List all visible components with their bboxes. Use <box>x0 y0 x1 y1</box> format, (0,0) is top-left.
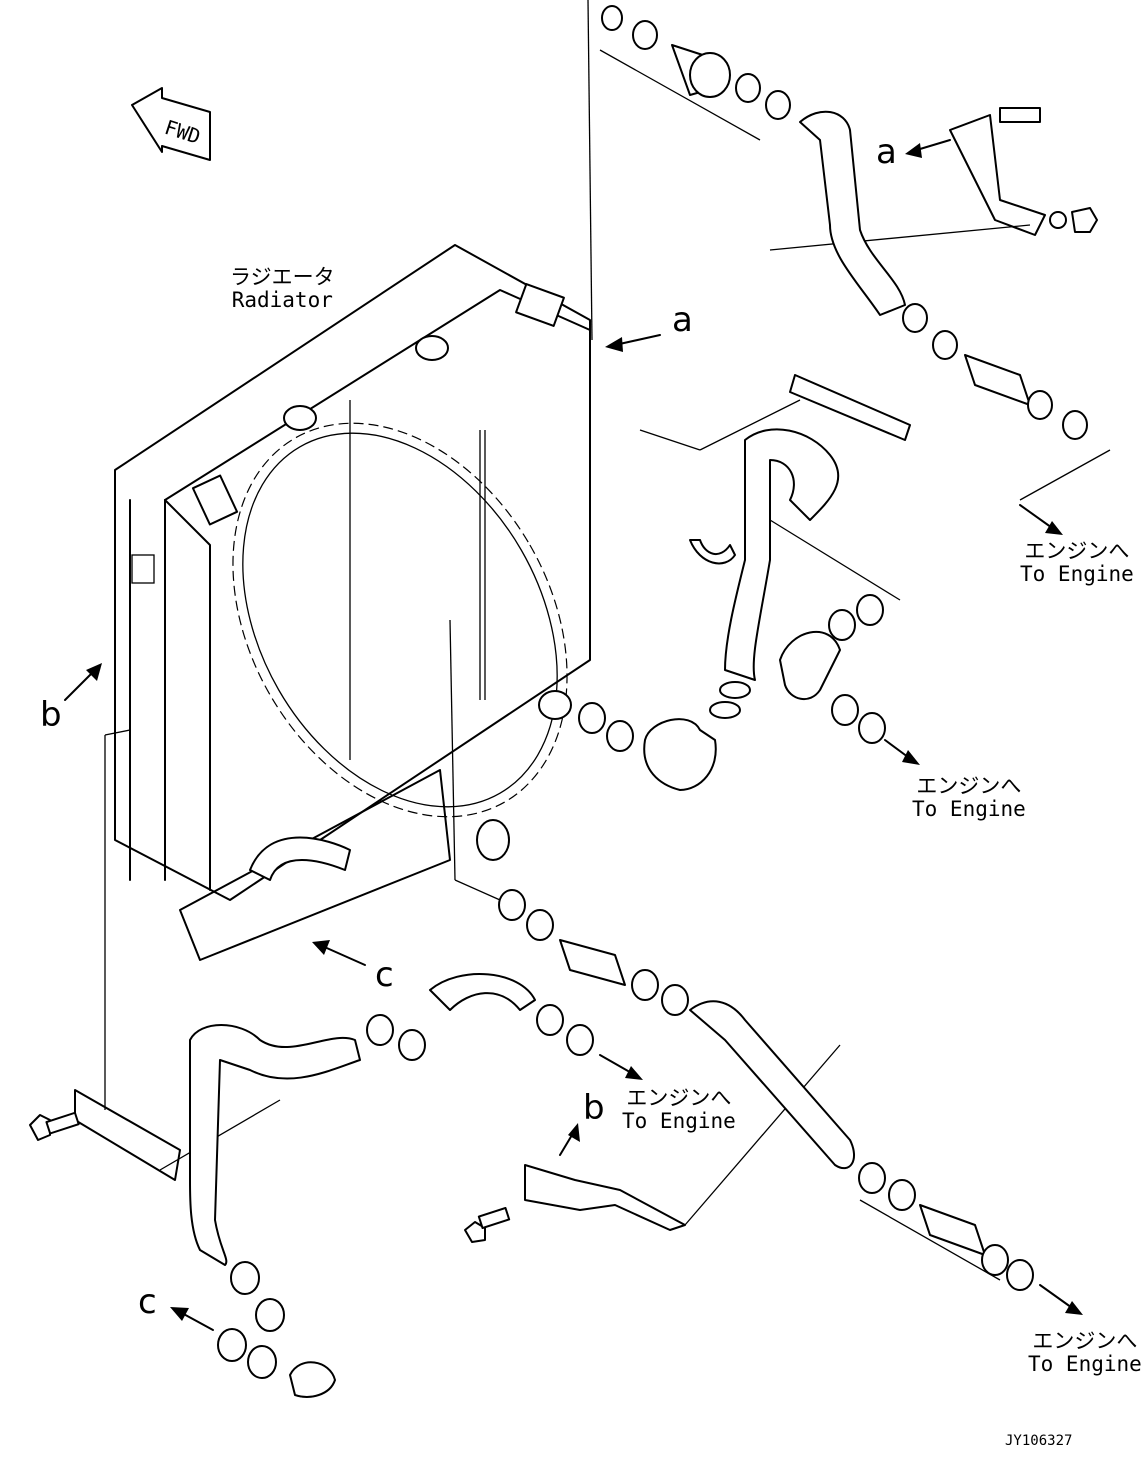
middle-hose-set <box>578 374 911 791</box>
radiator-label: ラジエータ Radiator <box>230 265 335 313</box>
ref-b-bracket: b <box>583 1088 605 1128</box>
to-engine-label-en: To Engine <box>912 797 1026 822</box>
radiator-label-en: Radiator <box>231 288 333 313</box>
ref-c-hose: c <box>138 1282 157 1322</box>
radiator-label-jp: ラジエータ <box>230 265 335 289</box>
ref-c-radiator: c <box>375 955 394 995</box>
to-engine-label-en: To Engine <box>1020 562 1134 587</box>
to-engine-label-3: エンジンへ To Engine <box>622 1086 736 1134</box>
to-engine-label-jp: エンジンへ <box>916 774 1022 798</box>
to-engine-label-en: To Engine <box>1028 1352 1142 1377</box>
to-engine-label-4: エンジンへ To Engine <box>1028 1329 1142 1377</box>
ref-b-radiator: b <box>40 695 62 735</box>
to-engine-label-jp: エンジンへ <box>1032 1329 1138 1353</box>
to-engine-label-jp: エンジンへ <box>1024 539 1130 563</box>
lower-hose-set <box>29 889 1034 1398</box>
to-engine-label-en: To Engine <box>622 1109 736 1134</box>
fwd-text: FWD <box>162 115 204 149</box>
leader-lines <box>104 0 1111 1281</box>
ref-a-radiator: a <box>672 300 693 340</box>
drawing-code: JY106327 <box>1005 1433 1073 1449</box>
to-engine-label-jp: エンジンへ <box>626 1086 732 1110</box>
to-engine-label-2: エンジンへ To Engine <box>912 774 1026 822</box>
to-engine-label-1: エンジンへ To Engine <box>1020 539 1134 587</box>
fwd-arrow-icon: FWD <box>131 87 211 161</box>
callout-arrows <box>64 139 1083 1331</box>
radiator-assembly <box>114 244 591 961</box>
ref-a-upper: a <box>876 132 897 172</box>
upper-hose-set <box>601 5 1098 440</box>
